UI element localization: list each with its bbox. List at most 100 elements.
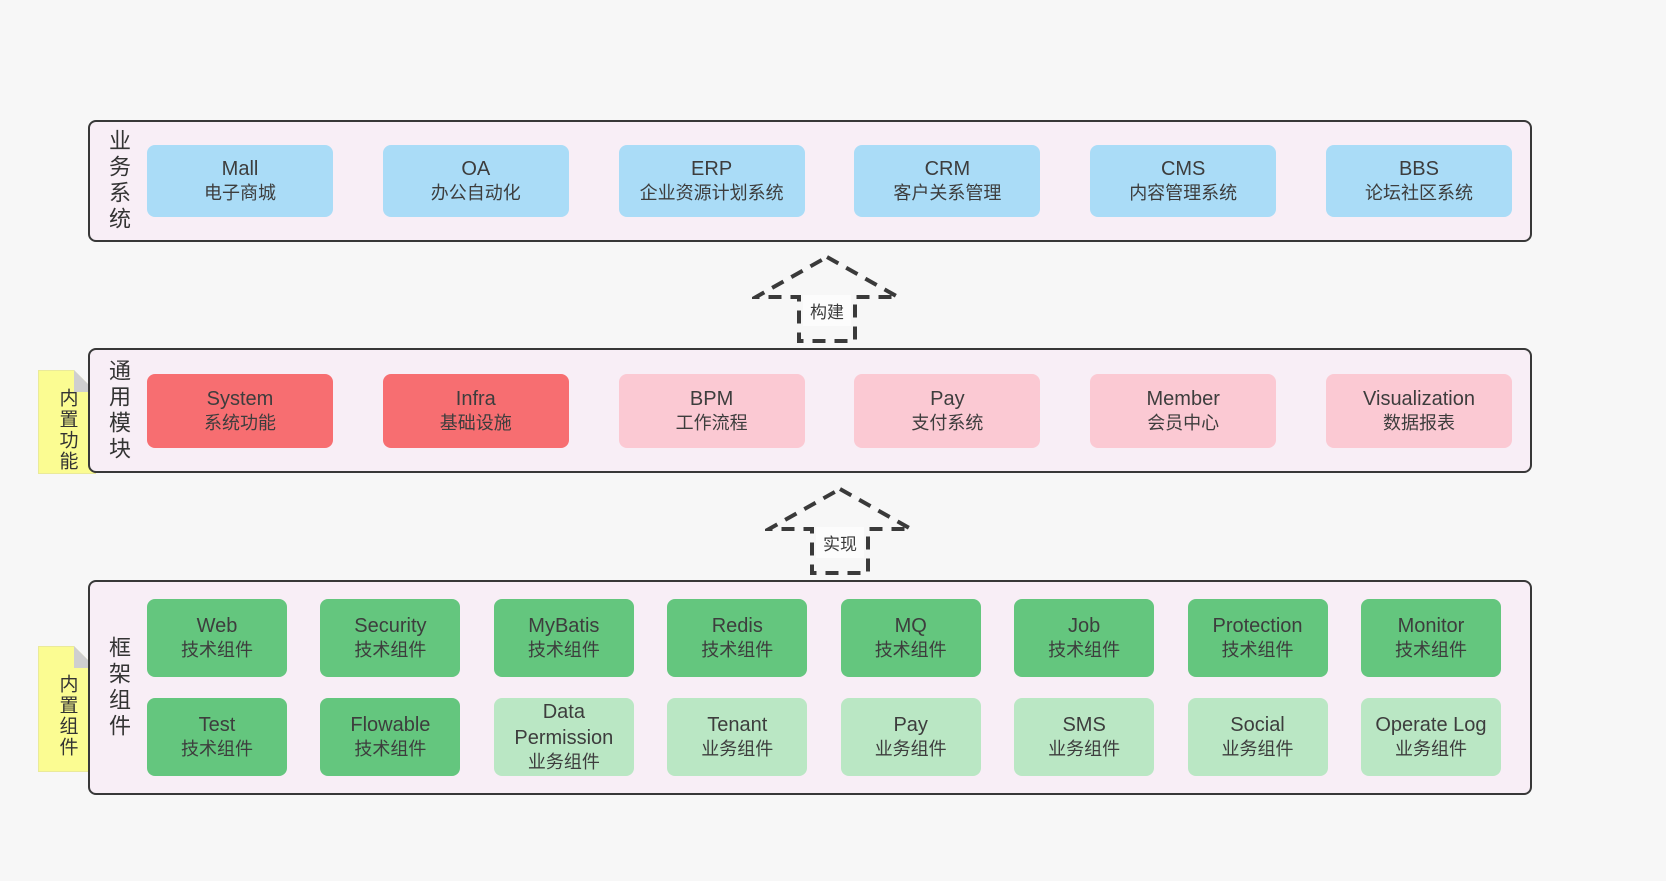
box-mq: MQ 技术组件	[840, 599, 981, 677]
components-row-2: Test 技术组件 Flowable 技术组件 Data Permission …	[147, 698, 1501, 776]
implement-arrow-label: 实现	[816, 527, 864, 558]
box-title: Protection	[1212, 615, 1303, 638]
box-mybatis: MyBatis 技术组件	[493, 599, 634, 677]
box-pay-component: Pay 业务组件	[840, 698, 981, 776]
box-title: Job	[1067, 615, 1101, 638]
box-subtitle: 工作流程	[675, 412, 748, 433]
box-subtitle: 数据报表	[1382, 412, 1455, 433]
box-operate-log: Operate Log 业务组件	[1360, 698, 1501, 776]
box-bbs: BBS 论坛社区系统	[1325, 145, 1512, 217]
box-title: Flowable	[350, 714, 431, 737]
box-social: Social 业务组件	[1187, 698, 1328, 776]
common-modules-panel: 通用模块 System 系统功能 Infra 基础设施 BPM 工作流程 Pay…	[88, 348, 1532, 473]
business-systems-panel: 业务系统 Mall 电子商城 OA 办公自动化 ERP 企业资源计划系统 CRM…	[88, 120, 1532, 242]
box-subtitle: 技术组件	[874, 640, 947, 661]
box-erp: ERP 企业资源计划系统	[618, 145, 805, 217]
box-job: Job 技术组件	[1014, 599, 1155, 677]
common-modules-row: System 系统功能 Infra 基础设施 BPM 工作流程 Pay 支付系统…	[134, 373, 1530, 448]
box-subtitle: 技术组件	[181, 739, 253, 760]
box-subtitle: 客户关系管理	[893, 183, 1002, 204]
box-bpm: BPM 工作流程	[618, 373, 805, 448]
box-subtitle: 企业资源计划系统	[639, 183, 784, 204]
box-title: CMS	[1160, 158, 1206, 181]
up-arrow-dashed-icon	[752, 254, 902, 343]
box-title: Social	[1230, 714, 1285, 737]
box-subtitle: 技术组件	[354, 640, 427, 661]
box-sms: SMS 业务组件	[1014, 698, 1155, 776]
box-cms: CMS 内容管理系统	[1090, 145, 1277, 217]
up-arrow-dashed-icon	[765, 486, 915, 575]
box-subtitle: 业务组件	[1394, 739, 1467, 760]
box-title: MQ	[894, 615, 927, 638]
box-subtitle: 业务组件	[527, 752, 600, 773]
box-subtitle: 业务组件	[1048, 739, 1121, 760]
box-security: Security 技术组件	[320, 599, 461, 677]
box-title: CRM	[924, 158, 971, 181]
box-title: Infra	[455, 387, 496, 410]
box-subtitle: 电子商城	[204, 183, 276, 204]
box-tenant: Tenant 业务组件	[667, 698, 808, 776]
box-mall: Mall 电子商城	[147, 145, 333, 217]
box-subtitle: 业务组件	[1221, 739, 1294, 760]
components-row-1: Web 技术组件 Security 技术组件 MyBatis 技术组件 Redi…	[147, 599, 1501, 677]
box-subtitle: 技术组件	[181, 640, 253, 661]
box-subtitle: 业务组件	[874, 739, 947, 760]
panel-label-framework-components: 框架组件	[106, 635, 131, 740]
box-subtitle: 系统功能	[204, 412, 276, 433]
box-subtitle: 技术组件	[701, 640, 774, 661]
sticky-note-built-in-features: 内置功能	[38, 370, 96, 474]
box-title: Mall	[221, 158, 259, 181]
business-systems-row: Mall 电子商城 OA 办公自动化 ERP 企业资源计划系统 CRM 客户关系…	[134, 145, 1530, 217]
box-title: Security	[354, 615, 427, 638]
box-title: MyBatis	[528, 615, 600, 638]
box-subtitle: 会员中心	[1147, 412, 1220, 433]
box-title: Operate Log	[1375, 714, 1487, 737]
box-subtitle: 基础设施	[439, 412, 512, 433]
box-title: Data Permission	[514, 701, 614, 750]
box-subtitle: 内容管理系统	[1129, 183, 1238, 204]
box-subtitle: 办公自动化	[430, 183, 521, 204]
box-oa: OA 办公自动化	[382, 145, 569, 217]
box-title: OA	[461, 158, 491, 181]
box-redis: Redis 技术组件	[667, 599, 808, 677]
sticky-note-label: 内置功能	[56, 388, 78, 472]
box-protection: Protection 技术组件	[1187, 599, 1328, 677]
build-arrow: 构建	[752, 254, 902, 344]
box-title: Test	[198, 714, 236, 737]
box-title: System	[206, 387, 274, 410]
box-title: ERP	[691, 158, 733, 181]
box-test: Test 技术组件	[147, 698, 287, 776]
sticky-note-label: 内置组件	[56, 674, 78, 758]
panel-label-business-systems: 业务系统	[106, 129, 131, 233]
box-title: Monitor	[1397, 615, 1465, 638]
box-title: Visualization	[1363, 387, 1475, 410]
box-subtitle: 技术组件	[1221, 640, 1294, 661]
build-arrow-label: 构建	[803, 295, 851, 326]
box-title: Pay	[930, 387, 965, 410]
box-web: Web 技术组件	[147, 599, 287, 677]
box-title: Redis	[711, 615, 763, 638]
box-title: Tenant	[707, 714, 768, 737]
implement-arrow: 实现	[765, 486, 915, 576]
box-title: BBS	[1398, 158, 1439, 181]
box-subtitle: 业务组件	[701, 739, 774, 760]
box-subtitle: 技术组件	[1394, 640, 1467, 661]
box-system: System 系统功能	[147, 373, 333, 448]
box-subtitle: 支付系统	[911, 412, 984, 433]
box-title: Member	[1146, 387, 1220, 410]
box-title: SMS	[1062, 714, 1106, 737]
box-title: Pay	[893, 714, 928, 737]
box-data-permission: Data Permission 业务组件	[493, 698, 634, 776]
panel-label-common-modules: 通用模块	[106, 358, 131, 463]
framework-components-panel: 框架组件 Web 技术组件 Security 技术组件 MyBatis 技术组件…	[88, 580, 1532, 795]
framework-components-rows: Web 技术组件 Security 技术组件 MyBatis 技术组件 Redi…	[134, 599, 1530, 776]
box-member: Member 会员中心	[1090, 373, 1277, 448]
box-infra: Infra 基础设施	[382, 373, 569, 448]
box-visualization: Visualization 数据报表	[1325, 373, 1512, 448]
box-flowable: Flowable 技术组件	[320, 698, 461, 776]
box-title: BPM	[689, 387, 734, 410]
box-pay-module: Pay 支付系统	[854, 373, 1041, 448]
box-subtitle: 技术组件	[527, 640, 600, 661]
box-title: Web	[196, 615, 238, 638]
